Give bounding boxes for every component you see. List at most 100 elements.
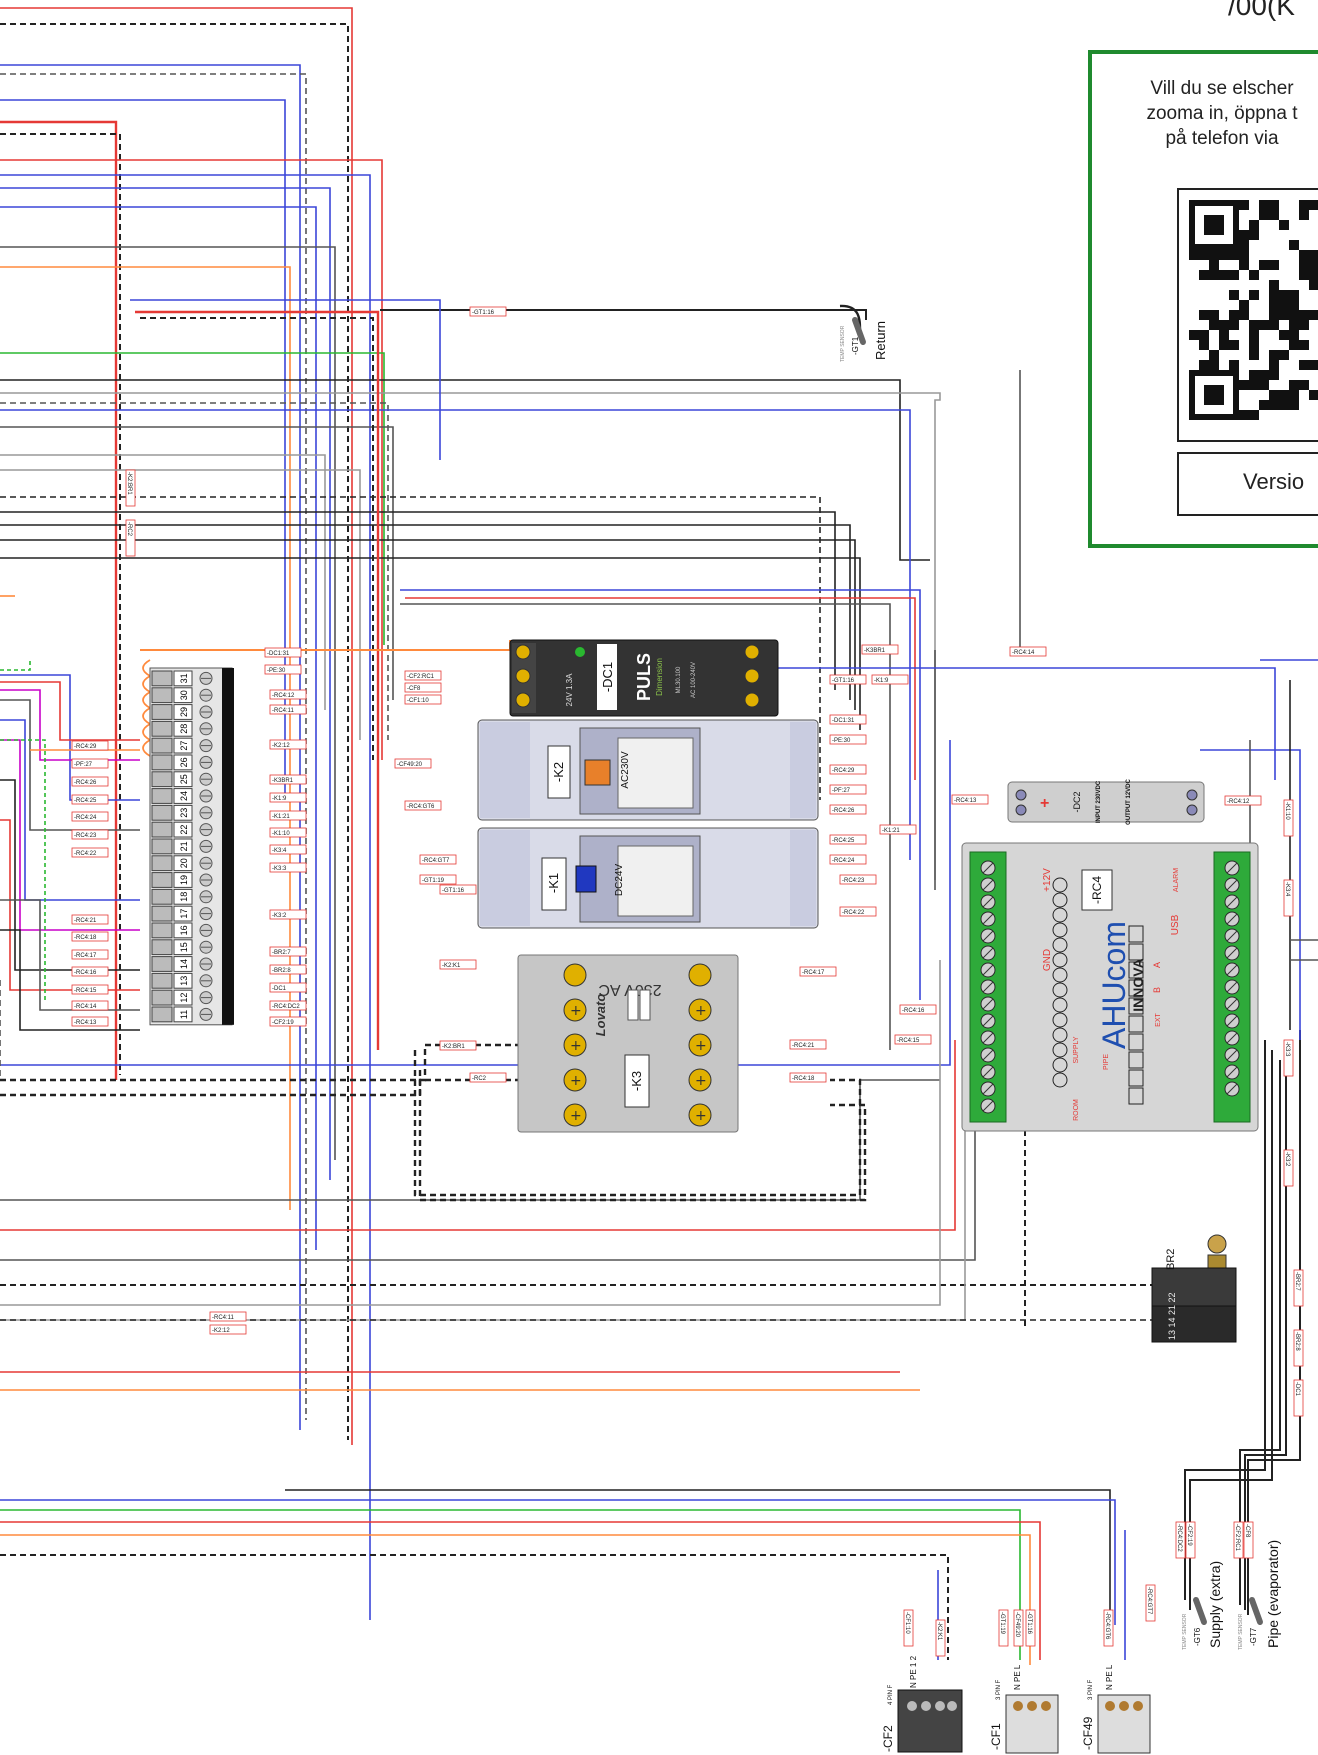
wire-label: -K2:12 — [269, 739, 307, 750]
wire-label: -CF2:RC1 — [1233, 1521, 1244, 1559]
terminal-slot — [151, 939, 173, 956]
svg-text:-RC4:13: -RC4:13 — [954, 798, 977, 804]
svg-text:+: + — [1040, 795, 1049, 812]
wire-label: -RC4:GT7 — [419, 854, 457, 865]
rc4-supply: SUPPLY — [1073, 1036, 1080, 1063]
wire-label: -RC4:12 — [1224, 795, 1262, 806]
terminal-number: 24 — [179, 791, 189, 801]
wire-label: -RC4:17 — [799, 966, 837, 977]
svg-text:-CF8: -CF8 — [407, 686, 421, 692]
wire-label: -K2:12 — [209, 1324, 247, 1335]
screw-terminal — [688, 1103, 712, 1127]
terminal-number: 28 — [179, 724, 189, 734]
rc4-pipe: PIPE — [1103, 1054, 1110, 1070]
svg-text:-CF2:RC1: -CF2:RC1 — [407, 674, 435, 680]
svg-text:+: + — [695, 1038, 707, 1054]
wire-label: -BR2:8 — [269, 964, 307, 975]
wire-label: -BR2:7 — [269, 946, 307, 957]
k2-id: -K2 — [551, 762, 566, 782]
gt7-name: Pipe (evaporator) — [1265, 1540, 1281, 1648]
screw-terminal — [563, 963, 587, 987]
terminal-slot — [151, 687, 173, 704]
wire-label: -RC4:29 — [829, 764, 867, 775]
screw-terminal — [563, 998, 587, 1022]
terminal-slot — [151, 670, 173, 687]
wire-label: -CF49:20 — [1013, 1609, 1024, 1647]
svg-text:-RC4:17: -RC4:17 — [802, 970, 825, 976]
svg-text:-K1:9: -K1:9 — [874, 678, 889, 684]
wire-label: -RC4:11 — [209, 1311, 247, 1322]
svg-text:-PF:27: -PF:27 — [74, 762, 93, 768]
qr-code[interactable] — [1177, 188, 1318, 442]
wire-label: -RC4:13 — [71, 1016, 109, 1027]
wire-label: -PF:27 — [71, 758, 109, 769]
rc4-sub: INNOVA — [1130, 958, 1146, 1011]
cf49-type: 3 PIN F — [1088, 1679, 1094, 1700]
svg-text:-PF:27: -PF:27 — [832, 788, 851, 794]
psu-input: AC 100-240V — [691, 662, 697, 698]
wire-label: -K2:BR1 — [125, 469, 136, 507]
wire-label: -CF8 — [1243, 1521, 1254, 1559]
rc4-alarm: ALARM — [1173, 868, 1180, 892]
wire-label: -CF1:10 — [404, 694, 442, 705]
rc4-terminal-number — [1128, 1051, 1144, 1069]
terminal-slot — [151, 905, 173, 922]
svg-text:-DC1: -DC1 — [272, 986, 287, 992]
wire-label: -K3:4 — [1283, 879, 1294, 917]
controller-rc4: -RC4 AHUcom INNOVA GND +12V USB ALARM RO… — [961, 842, 1259, 1132]
qr-info-text: Vill du se elscher zooma in, öppna t på … — [1146, 78, 1298, 149]
dc2-input: INPUT 230VDC — [1096, 780, 1102, 823]
terminal-slot — [151, 838, 173, 855]
wire-label: -RC4:GT7 — [1145, 1584, 1156, 1622]
cf2-id: -CF2 — [881, 1725, 895, 1752]
psu-dc1: -DC1 PULS Dimension 24V 1.3A ML30.100 AC… — [509, 639, 779, 717]
svg-text:-RC4:12: -RC4:12 — [272, 693, 295, 699]
wire-label: -RC4:29 — [71, 740, 109, 751]
wire-label: -RC4:21 — [71, 914, 109, 925]
cf2-pins: N PE 1 2 — [909, 1655, 918, 1688]
terminal-slot — [151, 704, 173, 720]
rc4-gnd: GND — [1042, 949, 1053, 971]
wire-label: -K3:3 — [269, 862, 307, 873]
wire-label: -GT1:19 — [998, 1609, 1009, 1647]
wire-label: -K3:2 — [1283, 1149, 1294, 1187]
rc4-terminal-number — [1128, 961, 1144, 979]
psu-sub: Dimension — [655, 658, 664, 696]
rc4-terminal-number — [1128, 979, 1144, 997]
svg-text:-DC1:31: -DC1:31 — [832, 718, 855, 724]
wire-label: -GT1:16 — [1025, 1609, 1036, 1647]
wire-label: -RC4:26 — [71, 776, 109, 787]
wire-label: -K2:K1 — [935, 1619, 946, 1657]
k3-brand: Lovato — [593, 994, 608, 1037]
svg-text:-RC4:12: -RC4:12 — [1227, 799, 1250, 805]
wire-label: -RC4:14 — [71, 1000, 109, 1011]
relay-k2: -K2 AC230V — [477, 719, 819, 821]
svg-text:-K3:2: -K3:2 — [1284, 1152, 1290, 1167]
terminal-number: 26 — [179, 757, 189, 767]
gt7-type: TEMP SENSOR — [1238, 1613, 1244, 1650]
svg-text:-K2:K1: -K2:K1 — [936, 1622, 942, 1641]
wire-label: -DC1 — [1293, 1379, 1304, 1417]
rc4-terminal-number — [1052, 877, 1068, 893]
svg-text:-RC4:18: -RC4:18 — [792, 1076, 815, 1082]
wire-label: -K1:9 — [871, 674, 909, 685]
screw-terminal — [563, 1103, 587, 1127]
wire-label: -K2:K1 — [439, 959, 477, 970]
k2-coil: AC230V — [620, 751, 631, 789]
svg-text:+: + — [570, 1108, 582, 1124]
terminal-number: 12 — [179, 993, 189, 1003]
svg-text:+: + — [695, 1073, 707, 1089]
page-title-fragment: /00(K — [1228, 0, 1295, 21]
wire-label: -K1:21 — [269, 810, 307, 821]
terminal-slot — [151, 1006, 173, 1023]
terminal-number: 27 — [179, 741, 189, 751]
terminal-number: 18 — [179, 892, 189, 902]
svg-text:-K2:BR1: -K2:BR1 — [126, 472, 132, 495]
terminal-block: 3130292827262524232221201918171615141312… — [149, 667, 234, 1026]
svg-text:-DC1: -DC1 — [1294, 1382, 1300, 1397]
wire-label: -RC4:GT6 — [1103, 1609, 1114, 1647]
contactor-k3: ++++++++ -K3 230V AC Lovato — [517, 954, 739, 1133]
svg-text:-RC4:15: -RC4:15 — [897, 1038, 920, 1044]
svg-text:-RC4:24: -RC4:24 — [74, 815, 97, 821]
rc4-terminal-number — [1052, 952, 1068, 968]
